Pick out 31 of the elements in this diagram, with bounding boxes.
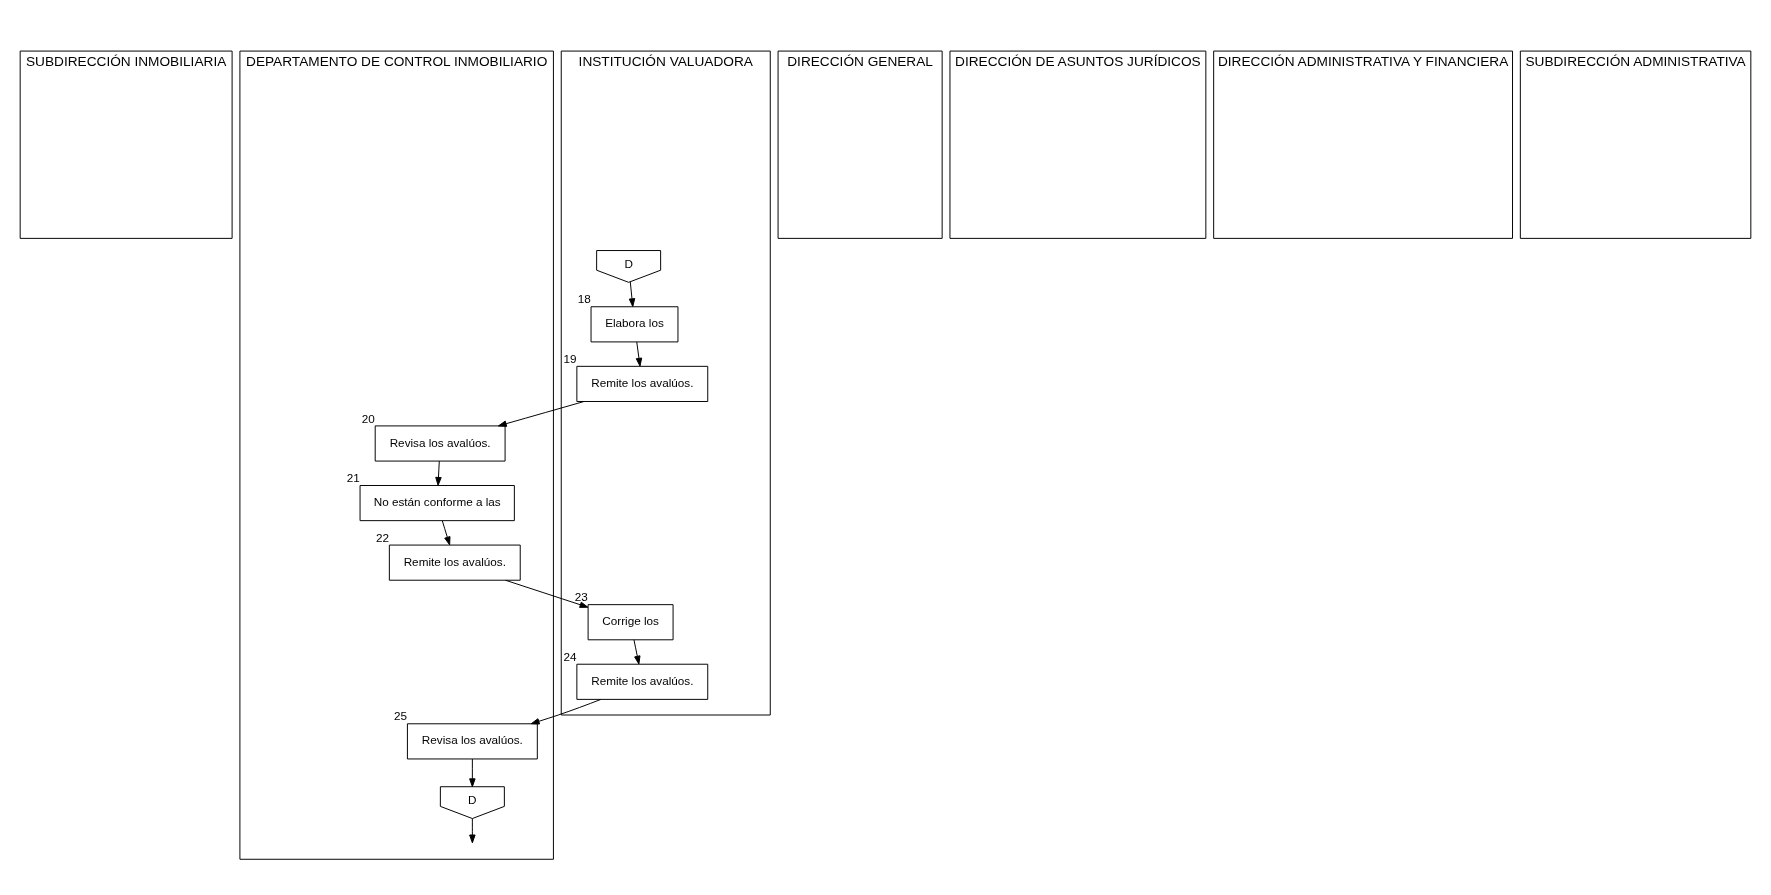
arrow <box>530 699 602 725</box>
arrow <box>441 520 451 546</box>
node-box: Revisa los avalúos. <box>374 425 506 462</box>
arrow <box>469 758 476 788</box>
node-box: Remite los avalúos. <box>576 365 709 402</box>
node-box: SUBDIRECCIÓN INMOBILIARIA <box>19 50 233 239</box>
arrow <box>633 639 641 665</box>
node-box: Remite los avalúos. <box>388 544 521 581</box>
node-label: 19 <box>563 352 577 366</box>
arrow <box>505 579 589 608</box>
node-label: 24 <box>563 649 577 663</box>
node-box: Revisa los avalúos. <box>406 723 538 760</box>
node-label: 20 <box>361 411 375 425</box>
node-box: Remite los avalúos. <box>576 663 709 700</box>
arrow <box>635 341 643 367</box>
node-box: SUBDIRECCIÓN ADMINISTRATIVA <box>1519 50 1752 239</box>
node-box: No están conforme a las <box>359 485 515 522</box>
node-box: Elabora los <box>590 306 679 343</box>
node-label: 18 <box>577 292 591 306</box>
node-label: 22 <box>375 530 390 544</box>
node-label: 23 <box>574 590 588 604</box>
node-box: DIRECCIÓN ADMINISTRATIVA Y FINANCIERA <box>1213 50 1513 239</box>
arrow <box>498 401 585 427</box>
node-label: 21 <box>346 471 360 485</box>
node-box: Corrige los <box>587 604 674 641</box>
node-box: DIRECCIÓN DE ASUNTOS JURÍDICOS <box>949 50 1207 239</box>
arrow <box>435 460 442 486</box>
arrow <box>628 281 636 308</box>
node-box: DIRECCIÓN GENERAL <box>777 50 943 239</box>
node-label: 25 <box>394 709 408 723</box>
arrow <box>469 818 476 844</box>
